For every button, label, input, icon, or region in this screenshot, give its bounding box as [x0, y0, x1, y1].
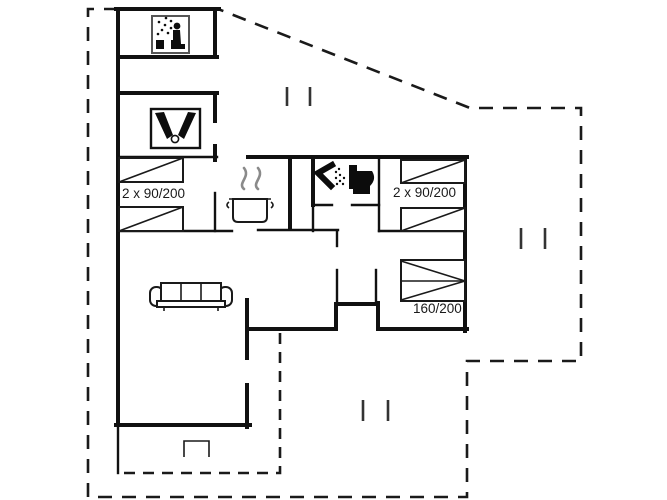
exterior-walls	[114, 7, 469, 429]
bed-label-double-bedroom: 160/200	[413, 301, 462, 316]
single-bed-icon-left-2	[118, 206, 184, 232]
single-bed-icon-right-1	[400, 159, 466, 184]
utility-icon	[149, 107, 202, 150]
sofa-icon	[149, 282, 233, 311]
boundary-tick-icon-bottom	[361, 400, 390, 421]
sauna-spa-icon	[151, 15, 190, 54]
terrace-boundary-dashed	[116, 333, 282, 475]
boundary-tick-icon-right	[519, 228, 547, 249]
shower-icon	[313, 160, 346, 191]
bed-label-right-bedroom: 2 x 90/200	[393, 185, 456, 200]
bed-label-left-bedroom: 2 x 90/200	[122, 186, 185, 201]
cooking-pot-icon	[226, 166, 274, 223]
double-bed-icon	[400, 259, 466, 302]
toilet-icon	[349, 165, 375, 194]
single-bed-icon-left-1	[118, 157, 184, 183]
terrace-step	[183, 440, 210, 457]
single-bed-icon-right-2	[400, 207, 466, 232]
plot-boundary-dashed	[86, 7, 583, 499]
boundary-tick-icon-top	[285, 87, 312, 106]
